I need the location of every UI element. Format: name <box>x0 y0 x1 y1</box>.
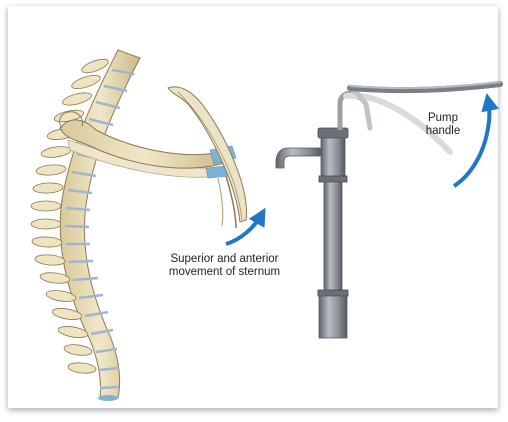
pump-label-line1: Pump <box>413 112 473 125</box>
pump-label-line2: handle <box>413 125 473 138</box>
pump-handle-label: Pump handle <box>413 112 473 138</box>
sternum-label-line2: movement of sternum <box>142 266 307 279</box>
sternum-movement-label: Superior and anterior movement of sternu… <box>142 253 307 279</box>
spine-illustration <box>31 50 140 401</box>
sternum-label-line1: Superior and anterior <box>142 253 307 266</box>
